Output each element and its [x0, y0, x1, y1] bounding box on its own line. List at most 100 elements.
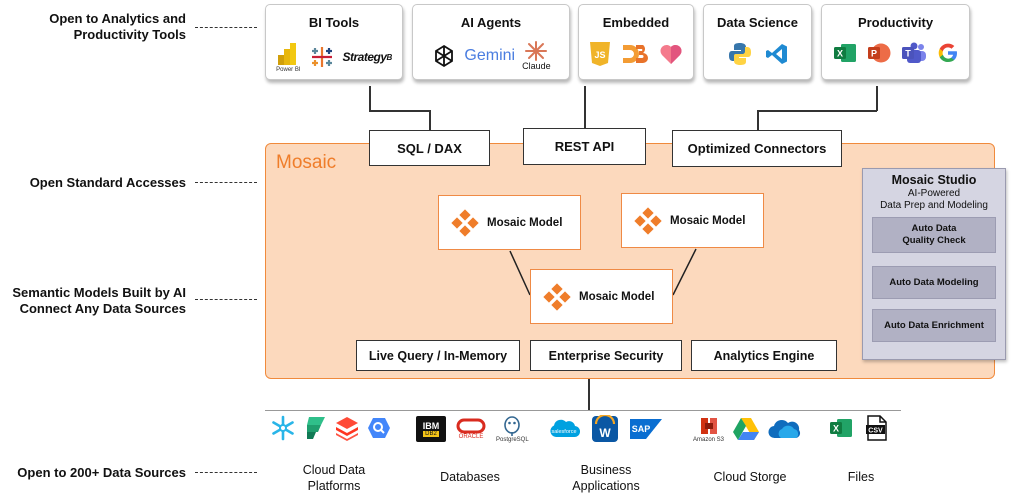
- sources-divider: [265, 410, 901, 411]
- source-label-files: Files: [847, 470, 875, 484]
- google-drive-icon: [732, 417, 760, 441]
- tableau-icon: [309, 44, 335, 70]
- source-group-cloud-platforms: [270, 415, 391, 441]
- dash-line: [195, 299, 257, 300]
- d3-icon: [621, 42, 649, 66]
- salesforce-icon: salesforce: [547, 417, 581, 441]
- svg-text:P: P: [870, 49, 876, 59]
- powerpoint-icon: P: [867, 41, 891, 65]
- svg-text:T: T: [905, 49, 911, 59]
- tool-box-data-science: Data Science: [703, 4, 812, 80]
- fabric-icon: [303, 415, 327, 441]
- feature-live-query: Live Query / In-Memory: [356, 340, 520, 371]
- dash-line: [195, 27, 257, 28]
- excel-icon: X: [833, 41, 857, 65]
- access-sql-dax: SQL / DAX: [369, 130, 490, 166]
- access-optimized-connectors: Optimized Connectors: [672, 130, 842, 167]
- svg-text:W: W: [599, 426, 611, 440]
- embed-heart-icon: [659, 43, 683, 65]
- mosaic-studio-panel: Mosaic Studio AI-Powered Data Prep and M…: [862, 168, 1006, 360]
- tool-box-productivity: Productivity X P T: [821, 4, 970, 80]
- gemini-logo: Gemini: [464, 47, 516, 64]
- workday-icon: W: [591, 415, 619, 443]
- source-group-files: X CSV: [829, 415, 887, 441]
- postgresql-icon: PostgreSQL: [496, 415, 529, 443]
- label-standard-access: Open Standard Accesses: [29, 175, 186, 190]
- salesforce-text: salesforce: [551, 429, 576, 435]
- studio-subtitle: AI-Powered: [907, 188, 961, 199]
- sap-text: SAP: [632, 424, 651, 434]
- connector-line: [757, 110, 759, 130]
- mosaic-model-label: Mosaic Model: [487, 216, 563, 229]
- tool-title: Productivity: [857, 15, 934, 30]
- connector-line: [876, 86, 878, 111]
- connector-line: [369, 110, 430, 112]
- mosaic-diamond-icon: [451, 208, 479, 237]
- claude-caption: Claude: [522, 61, 551, 71]
- csv-text: CSV: [868, 428, 883, 435]
- studio-item-data-enrichment: Auto Data Enrichment: [872, 309, 996, 342]
- snowflake-icon: [270, 415, 296, 441]
- source-label-cloud-platforms: Cloud Data Platforms: [302, 463, 366, 493]
- studio-item-quality-check: Auto Data Quality Check: [872, 217, 996, 253]
- amazon-s3-text: Amazon S3: [693, 437, 725, 443]
- mosaic-model-left: Mosaic Model: [438, 195, 581, 250]
- google-icon: [937, 42, 959, 64]
- source-group-cloud-storage: Amazon S3: [693, 415, 802, 443]
- source-group-databases: IBM DB2 ORACLE PostgreSQL: [416, 415, 529, 443]
- amazon-s3-icon: Amazon S3: [693, 415, 724, 443]
- connector-line: [584, 86, 586, 128]
- connector-line: [757, 110, 877, 112]
- studio-title: Mosaic Studio: [891, 173, 977, 187]
- onedrive-icon: [768, 418, 802, 440]
- label-analytics-tools: Open to Analytics and Productivity Tools: [49, 11, 186, 42]
- powerbi-icon: Power BI: [276, 41, 301, 73]
- tool-title: Embedded: [602, 15, 670, 30]
- source-label-business-apps: Business Applications: [572, 463, 640, 493]
- connector-line: [588, 379, 590, 410]
- tool-box-ai-agents: AI Agents Gemini Cla: [412, 4, 570, 80]
- mosaic-model-center: Mosaic Model: [530, 269, 673, 324]
- postgresql-text: PostgreSQL: [496, 437, 529, 443]
- mosaic-diamond-icon: [543, 282, 571, 311]
- feature-analytics-engine: Analytics Engine: [691, 340, 837, 371]
- oracle-text: ORACLE: [458, 434, 484, 440]
- javascript-icon: JS: [589, 41, 611, 67]
- claude-icon: Claude: [522, 41, 551, 71]
- mosaic-panel-title: Mosaic: [276, 152, 337, 173]
- mosaic-diamond-icon: [634, 206, 662, 235]
- openai-icon: [431, 43, 457, 69]
- python-icon: [727, 41, 753, 67]
- label-semantic-models: Semantic Models Built by AI Connect Any …: [12, 285, 186, 316]
- source-label-cloud-storage: Cloud Storge: [713, 470, 787, 484]
- feature-enterprise-security: Enterprise Security: [530, 340, 682, 371]
- vscode-icon: [765, 42, 789, 66]
- tool-box-bi-tools: BI Tools Power BI: [265, 4, 403, 80]
- tool-box-embedded: Embedded JS: [578, 4, 694, 80]
- svg-text:X: X: [833, 424, 839, 434]
- bigquery-icon: [367, 416, 391, 440]
- strategy-logo-text: Strategy: [342, 50, 388, 64]
- mosaic-model-right: Mosaic Model: [621, 193, 764, 248]
- studio-item-data-modeling: Auto Data Modeling: [872, 266, 996, 299]
- dash-line: [195, 182, 257, 183]
- mosaic-model-label: Mosaic Model: [670, 214, 746, 227]
- tool-title: Data Science: [717, 15, 798, 30]
- powerbi-caption: Power BI: [276, 67, 301, 73]
- db2-text: DB2: [423, 431, 439, 437]
- source-group-business-apps: salesforce W SAP: [547, 415, 663, 443]
- label-data-sources: Open to 200+ Data Sources: [17, 465, 186, 480]
- dash-line: [195, 472, 257, 473]
- oracle-icon: ORACLE: [456, 418, 486, 440]
- source-label-databases: Databases: [440, 470, 500, 484]
- teams-icon: T: [901, 41, 927, 65]
- connector-line: [429, 110, 431, 130]
- csv-file-icon: CSV: [865, 415, 887, 441]
- studio-subtitle: Data Prep and Modeling: [880, 200, 988, 211]
- access-rest-api: REST API: [523, 128, 646, 165]
- tool-title: AI Agents: [460, 15, 522, 30]
- connector-line: [369, 86, 371, 111]
- svg-text:X: X: [836, 49, 842, 59]
